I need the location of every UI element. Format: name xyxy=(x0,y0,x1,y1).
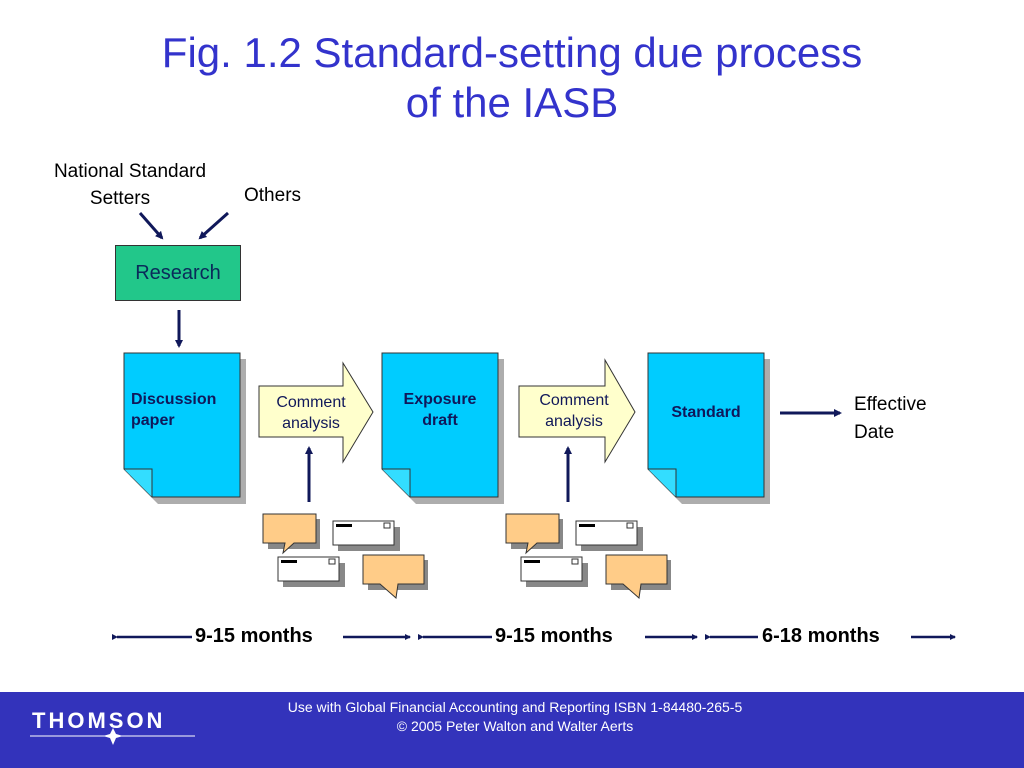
national-standard-setters-label: National Standard Setters xyxy=(40,158,220,212)
exposure-label-line-1: Exposure xyxy=(403,391,477,408)
comment-label-1-line-1: Comment xyxy=(276,394,346,411)
effective-label-line-2: Date xyxy=(854,422,895,443)
title-line-1: Fig. 1.2 Standard-setting due process xyxy=(161,29,863,76)
arrow-others-to-research xyxy=(198,211,229,240)
title-line-2: of the IASB xyxy=(405,79,619,126)
comment-letters-group-1 xyxy=(262,513,428,599)
comment-analysis-label-2: Comment analysis xyxy=(522,390,626,432)
diagram-canvas xyxy=(112,211,956,640)
discussion-paper-label: Discussion paper xyxy=(131,389,216,431)
comment-letters-group-2 xyxy=(505,513,671,599)
national-label-line-2: Setters xyxy=(89,188,151,209)
effective-label-line-1: Effective xyxy=(854,394,927,415)
footer-bar xyxy=(0,692,1024,768)
exposure-draft-document xyxy=(381,352,504,504)
exposure-label-line-2: draft xyxy=(422,412,458,429)
standard-label: Standard xyxy=(671,404,741,421)
others-label: Others xyxy=(244,185,302,206)
period-label-1: 9-15 months xyxy=(193,625,315,648)
comment-analysis-arrow-2 xyxy=(518,358,636,464)
period-label-3: 6-18 months xyxy=(760,625,882,648)
comment-label-2-line-2: analysis xyxy=(545,413,603,430)
discussion-paper-document xyxy=(123,352,246,504)
effective-date-label: Effective Date xyxy=(854,391,927,447)
footer-line-2: © 2005 Peter Walton and Walter Aerts xyxy=(396,718,634,734)
exposure-draft-label: Exposure draft xyxy=(382,389,498,431)
discussion-label-line-1: Discussion xyxy=(131,391,217,408)
comment-label-1-line-2: analysis xyxy=(282,415,340,432)
research-label: Research xyxy=(135,261,221,284)
page-title: Fig. 1.2 Standard-setting due process of… xyxy=(0,28,1024,128)
standard-document xyxy=(647,352,770,504)
national-label-line-1: National Standard xyxy=(53,161,207,182)
thomson-logo: THOMSON xyxy=(32,708,166,733)
research-box: Research xyxy=(115,245,241,301)
thomson-logo-star-icon xyxy=(30,728,195,745)
discussion-label-line-2: paper xyxy=(131,412,175,429)
arrow-national-to-research xyxy=(138,212,164,240)
comment-label-2-line-1: Comment xyxy=(539,392,609,409)
comment-analysis-arrow-1 xyxy=(258,361,374,464)
comment-analysis-label-1: Comment analysis xyxy=(262,392,360,434)
footer-line-1: Use with Global Financial Accounting and… xyxy=(287,699,743,715)
period-label-2: 9-15 months xyxy=(493,625,615,648)
